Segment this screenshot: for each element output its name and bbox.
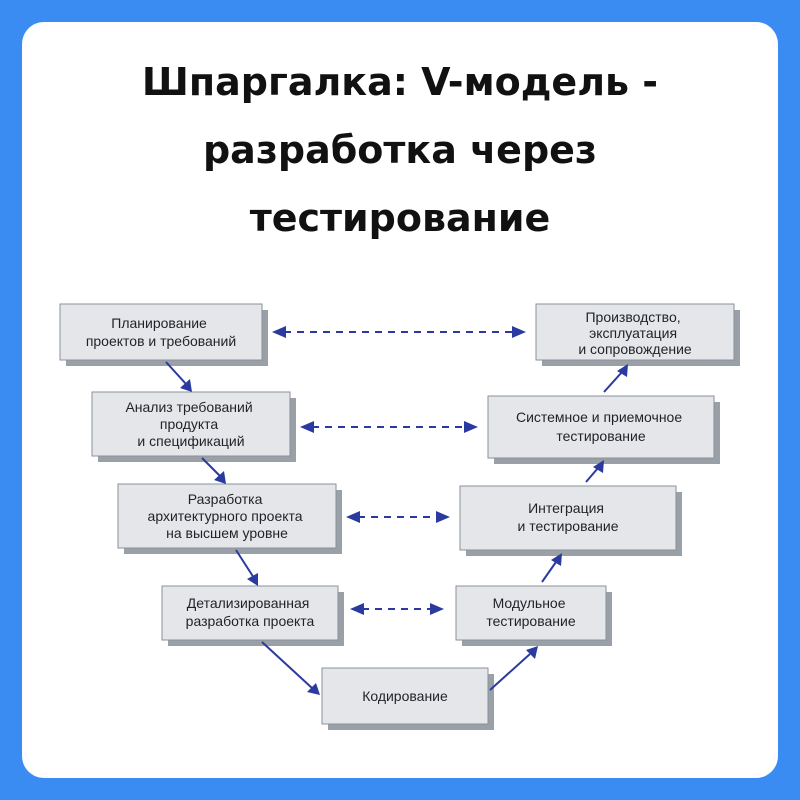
title-line-2: разработка через — [202, 128, 597, 172]
flow-arrow-up-4 — [603, 364, 628, 393]
dashed-arrow-1 — [272, 326, 526, 338]
box-bottom: Кодирование — [321, 667, 494, 730]
box-left-4: Детализированная разработка проекта — [161, 585, 344, 646]
box-right-2-text: Системное и приемочное тестирование — [516, 409, 686, 444]
box-right-2: Системное и приемочное тестирование — [487, 395, 720, 464]
box-bottom-text: Кодирование — [362, 688, 448, 704]
box-left-1-text: Планирование проектов и требований — [86, 315, 236, 349]
dashed-arrow-3 — [346, 511, 450, 523]
box-right-1-text: Производство, эксплуатация и сопровожден… — [578, 309, 692, 357]
title-line-1: Шпаргалка: V-модель - — [141, 60, 659, 104]
page-title: Шпаргалка: V-модель - разработка через т… — [0, 48, 800, 252]
box-left-3-text: Разработка архитектурного проекта на выс… — [148, 491, 307, 541]
box-left-2: Анализ требований продукта и спецификаци… — [91, 391, 296, 462]
flow-arrow-up-1 — [489, 646, 538, 691]
box-right-3-text: Интеграция и тестирование — [518, 500, 619, 534]
box-left-3: Разработка архитектурного проекта на выс… — [117, 483, 342, 554]
title-line-3: тестирование — [249, 196, 551, 240]
dashed-arrow-4 — [350, 603, 444, 615]
flow-arrow-up-3 — [585, 460, 604, 483]
box-left-1: Планирование проектов и требований — [59, 303, 268, 366]
box-left-2-text: Анализ требований продукта и спецификаци… — [125, 399, 256, 449]
box-right-3: Интеграция и тестирование — [459, 485, 682, 556]
box-right-4: Модульное тестирование — [455, 585, 612, 646]
flow-arrow-down-4 — [261, 641, 320, 695]
flow-arrow-up-2 — [541, 553, 562, 583]
box-right-1: Производство, эксплуатация и сопровожден… — [535, 303, 740, 366]
flow-arrow-down-1 — [165, 361, 192, 392]
flow-arrow-down-2 — [201, 457, 226, 484]
flow-arrow-down-3 — [235, 549, 258, 586]
box-right-4-text: Модульное тестирование — [486, 595, 575, 629]
box-left-4-text: Детализированная разработка проекта — [186, 595, 315, 629]
dashed-arrow-2 — [300, 421, 478, 433]
